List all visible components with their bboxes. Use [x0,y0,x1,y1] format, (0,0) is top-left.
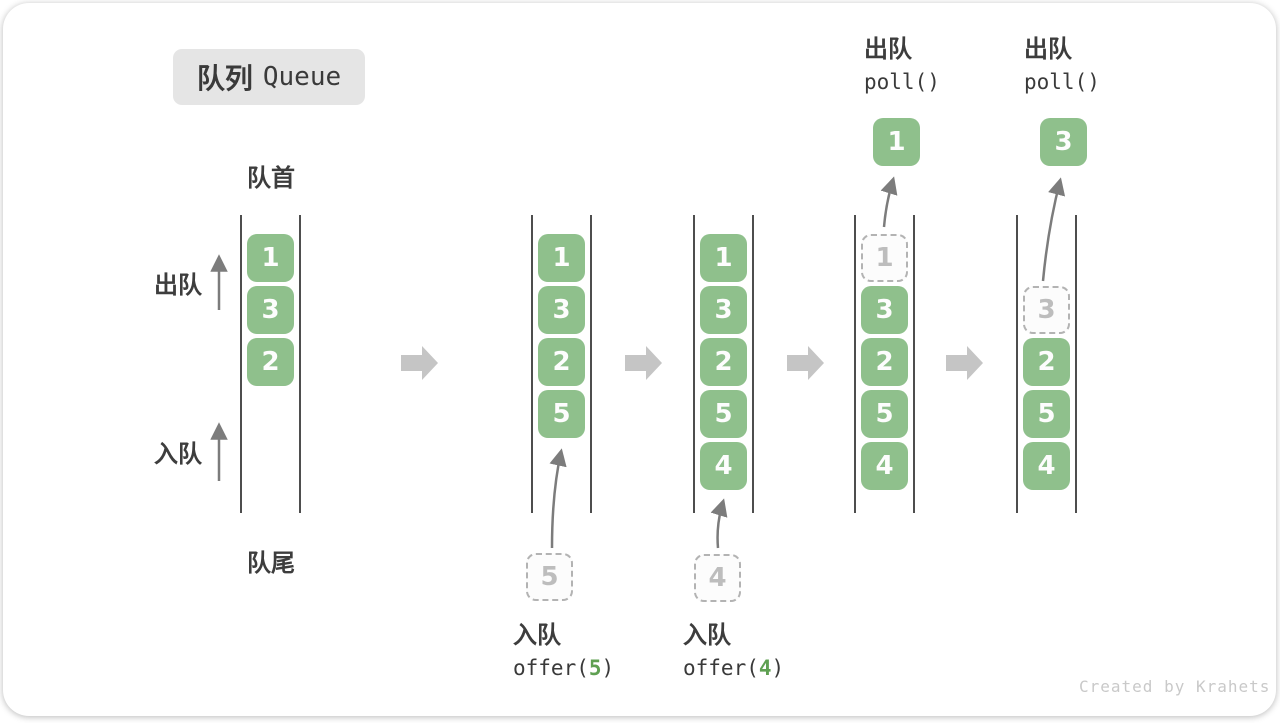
transition-arrow-icon [625,346,662,380]
poll-operation-label: 出队 poll() [1024,33,1100,99]
queue-element: 5 [1023,390,1070,438]
queue-state-1: 1 3 2 [240,215,301,513]
offer-code-pre: offer( [683,656,759,680]
queue-front-label: 队首 [247,164,295,192]
incoming-element: 4 [694,554,741,602]
dequeue-op-name: 出队 [1024,35,1072,63]
queue-element: 2 [538,338,585,386]
queue-state-2: 1 3 2 5 [531,215,592,513]
poll-code: poll() [1024,70,1100,94]
dequeued-element: 1 [873,118,920,166]
removed-element-placeholder: 1 [861,234,908,282]
queue-element: 4 [1023,442,1070,490]
offer-code-post: ) [601,656,615,680]
offer-operation-label: 入队 offer(4) [683,619,784,685]
queue-state-4: 1 3 2 5 4 [854,215,915,513]
queue-element: 3 [861,286,908,334]
enqueue-op-name: 入队 [513,621,561,649]
diagram-canvas: 队列 Queue 队首 队尾 出队 入队 1 3 2 1 [3,3,1276,716]
incoming-element: 5 [526,553,573,601]
offer-code: offer(4) [683,651,784,685]
title-zh: 队列 [196,62,253,95]
poll-operation-label: 出队 poll() [864,33,940,99]
queue-rear-label: 队尾 [247,549,295,577]
queue-element: 3 [247,286,294,334]
offer-operation-label: 入队 offer(5) [513,619,614,685]
offer-arg: 5 [588,656,602,680]
offer-code: offer(5) [513,651,614,685]
poll-code: poll() [864,70,940,94]
queue-element: 2 [1023,338,1070,386]
queue-element: 4 [700,442,747,490]
offer-arg: 4 [758,656,772,680]
removed-element-placeholder: 3 [1023,286,1070,334]
dequeued-element: 3 [1040,118,1087,166]
offer-code-pre: offer( [513,656,589,680]
queue-element: 5 [700,390,747,438]
queue-element: 2 [861,338,908,386]
transition-arrow-icon [787,346,824,380]
queue-element: 3 [700,286,747,334]
credit-text: Created by Krahets [1079,677,1271,696]
enqueue-op-name: 入队 [683,621,731,649]
transition-arrow-icon [401,346,438,380]
queue-element: 1 [247,234,294,282]
queue-element: 5 [538,390,585,438]
queue-element: 5 [861,390,908,438]
title-box: 队列 Queue [173,49,365,105]
queue-element: 2 [700,338,747,386]
queue-element: 1 [700,234,747,282]
title-en: Queue [262,62,342,92]
queue-element: 1 [538,234,585,282]
queue-element: 2 [247,338,294,386]
dequeue-op-name: 出队 [864,35,912,63]
arrows-overlay [210,176,1066,549]
queue-element: 3 [538,286,585,334]
queue-element: 4 [861,442,908,490]
dequeue-side-label: 出队 [154,271,202,299]
transition-arrow-icon [946,346,983,380]
queue-state-3: 1 3 2 5 4 [693,215,754,513]
offer-code-post: ) [771,656,785,680]
enqueue-side-label: 入队 [154,440,202,468]
queue-state-5: 3 2 5 4 [1016,215,1077,513]
